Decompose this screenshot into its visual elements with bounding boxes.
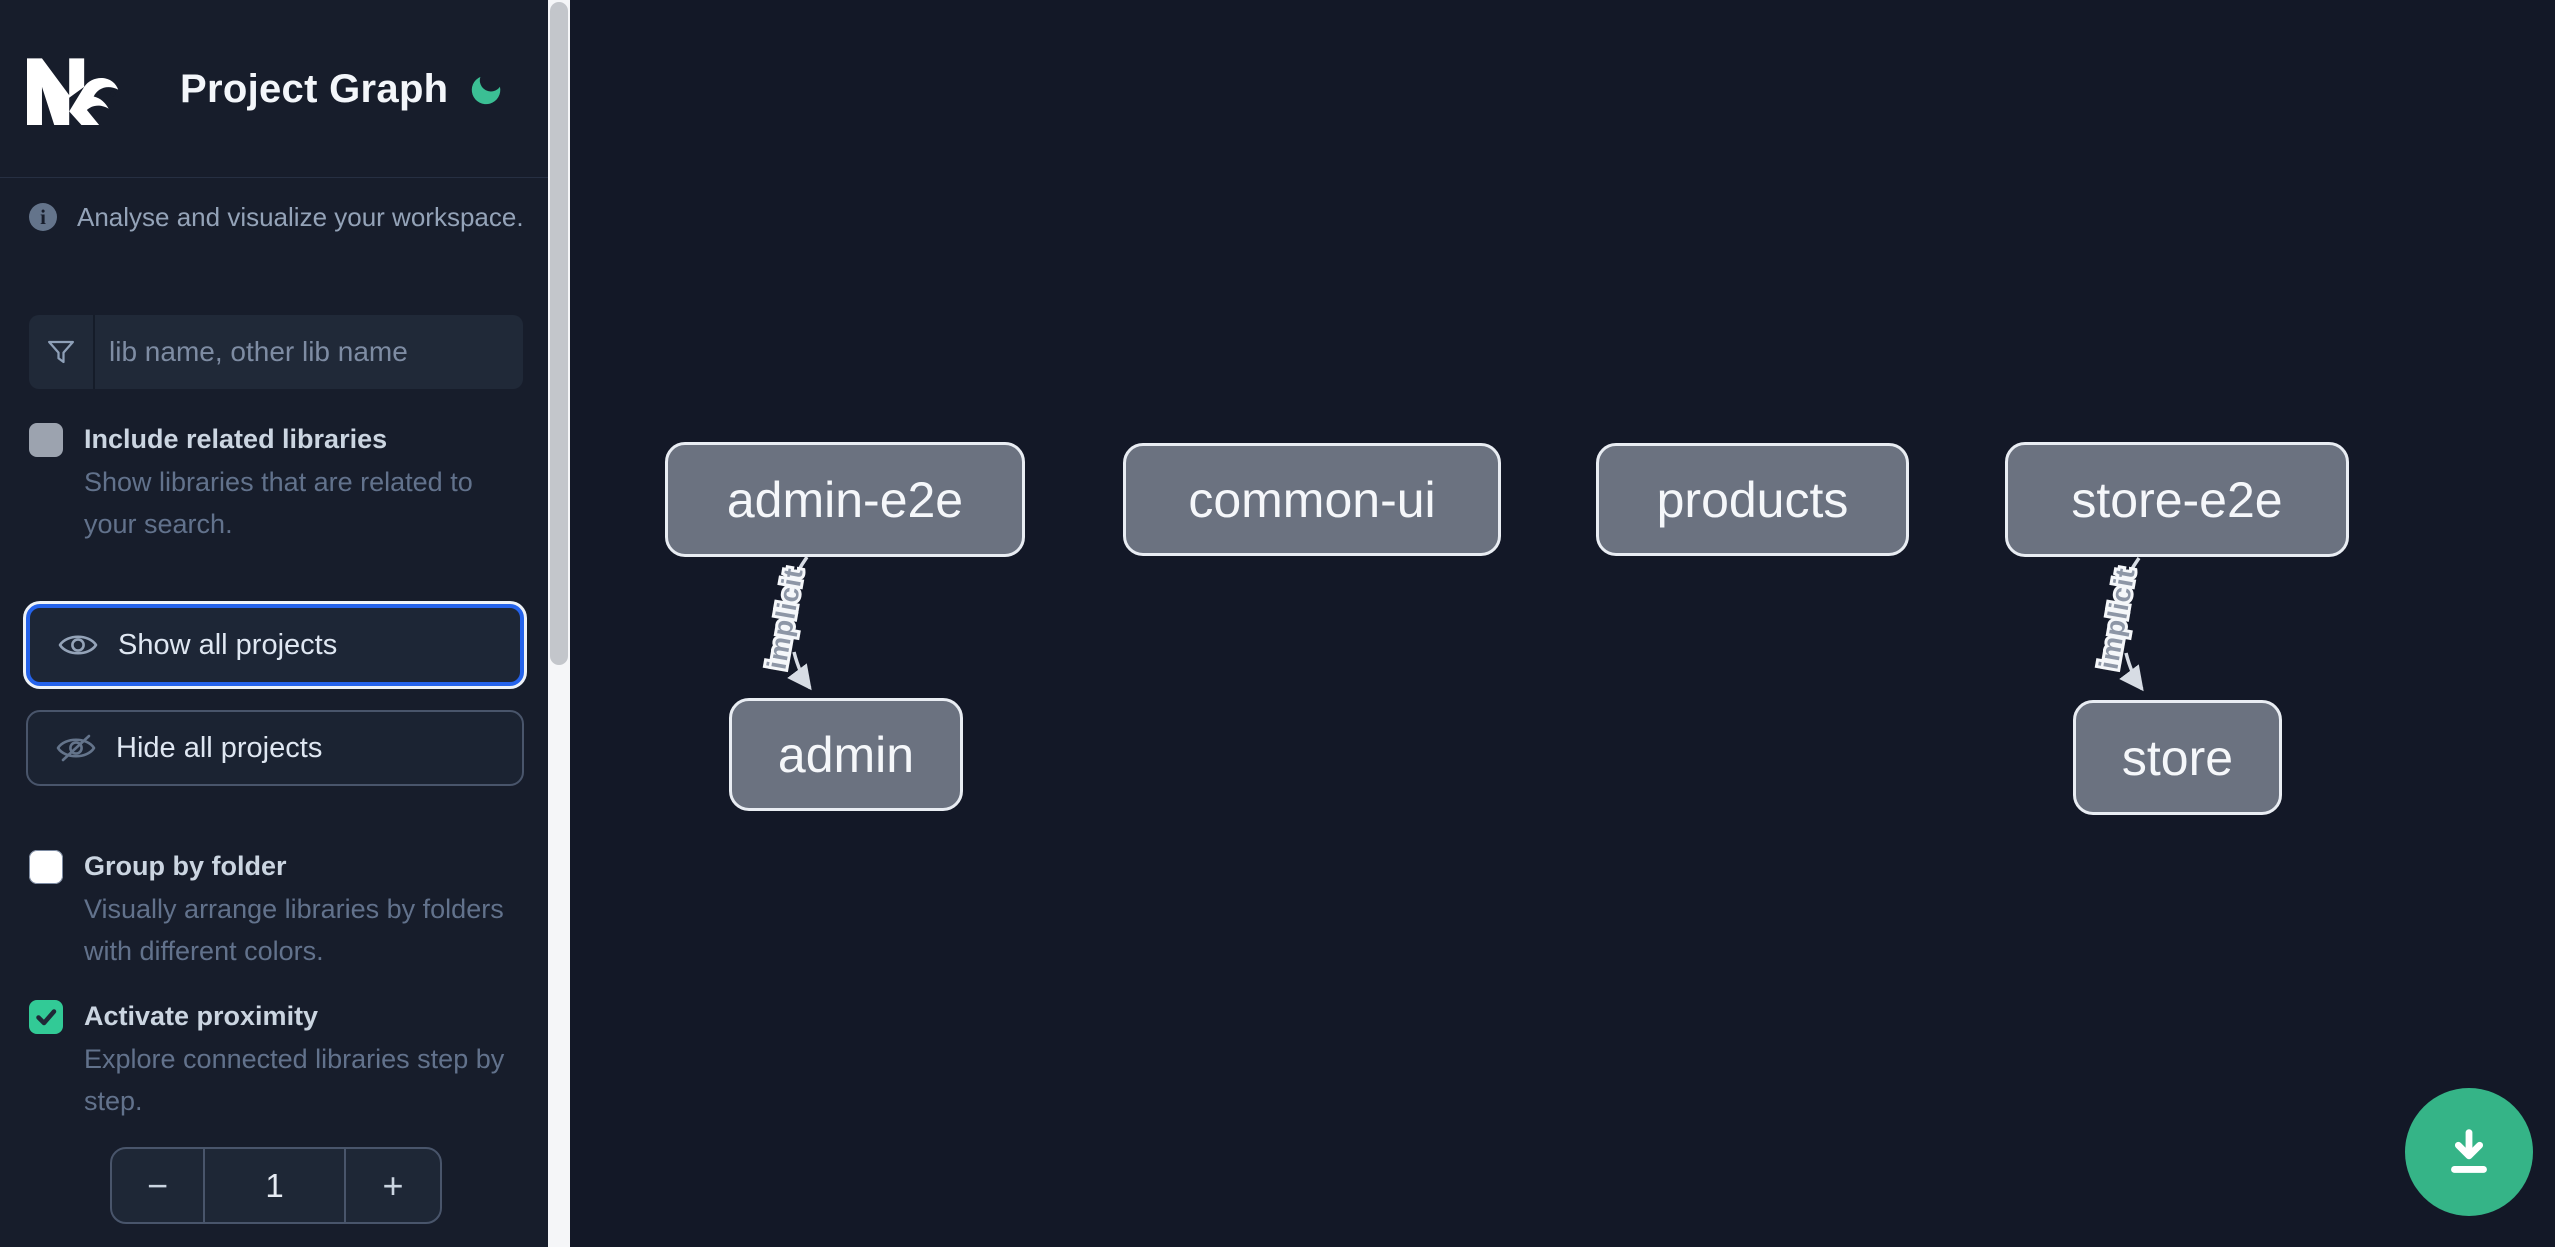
edge-store-e2e-store: implicit	[2090, 556, 2144, 692]
increment-button[interactable]: +	[346, 1149, 440, 1222]
dark-mode-toggle[interactable]	[462, 66, 510, 114]
edge-label-implicit: implicit	[2093, 565, 2140, 671]
activate-proximity-description: Explore connected libraries step by step…	[84, 1044, 505, 1116]
info-icon: i	[29, 203, 57, 231]
download-image-button[interactable]	[2405, 1088, 2533, 1216]
hide-all-projects-button[interactable]: Hide all projects	[26, 710, 524, 786]
proximity-depth-value: 1	[205, 1149, 346, 1222]
sidebar: Project Graph i Analyse and visualize yo…	[0, 0, 548, 1247]
option-include-related: Include related libraries Show libraries…	[29, 421, 515, 545]
graph-edges: implicit implicit	[758, 555, 2144, 692]
sidebar-scrollbar-track	[548, 0, 570, 1247]
include-related-description: Show libraries that are related to your …	[84, 467, 473, 539]
proximity-depth-stepper: − 1 +	[110, 1147, 442, 1224]
workspace-info-row: i Analyse and visualize your workspace.	[29, 200, 529, 234]
hide-all-projects-label: Hide all projects	[116, 731, 323, 764]
eye-icon	[58, 635, 98, 655]
node-common-ui[interactable]: common-ui	[1123, 443, 1501, 556]
filter-box	[29, 315, 523, 389]
group-by-folder-label: Group by folder	[84, 851, 287, 881]
filter-input[interactable]	[95, 315, 523, 389]
node-store[interactable]: store	[2073, 700, 2282, 815]
edge-admin-e2e-admin: implicit	[758, 555, 812, 691]
nx-logo-icon	[27, 58, 119, 126]
option-activate-proximity: Activate proximity Explore connected lib…	[29, 998, 515, 1122]
group-by-folder-checkbox[interactable]	[29, 850, 63, 884]
show-all-projects-button[interactable]: Show all projects	[26, 604, 524, 686]
check-icon	[36, 1009, 57, 1026]
eye-off-icon	[56, 734, 96, 762]
sidebar-header: Project Graph	[0, 0, 548, 178]
include-related-checkbox[interactable]	[29, 423, 63, 457]
filter-funnel-icon	[29, 315, 95, 389]
moon-icon	[471, 76, 501, 105]
sidebar-scrollbar-thumb[interactable]	[550, 2, 568, 665]
page-title: Project Graph	[180, 66, 449, 111]
decrement-button[interactable]: −	[112, 1149, 205, 1222]
node-products[interactable]: products	[1596, 443, 1909, 556]
activate-proximity-checkbox[interactable]	[29, 1000, 63, 1034]
activate-proximity-label: Activate proximity	[84, 1001, 319, 1031]
edge-label-implicit: implicit	[761, 565, 808, 671]
node-store-e2e[interactable]: store-e2e	[2005, 442, 2349, 557]
tagline-text: Analyse and visualize your workspace.	[77, 202, 524, 232]
download-icon	[2451, 1129, 2487, 1173]
graph-canvas[interactable]: implicit implicit admin-e2e common-ui pr…	[570, 0, 2555, 1247]
include-related-label: Include related libraries	[84, 424, 388, 454]
group-by-folder-description: Visually arrange libraries by folders wi…	[84, 894, 504, 966]
option-group-by-folder: Group by folder Visually arrange librari…	[29, 848, 515, 972]
node-admin[interactable]: admin	[729, 698, 963, 811]
show-all-projects-label: Show all projects	[118, 628, 338, 661]
node-admin-e2e[interactable]: admin-e2e	[665, 442, 1025, 557]
